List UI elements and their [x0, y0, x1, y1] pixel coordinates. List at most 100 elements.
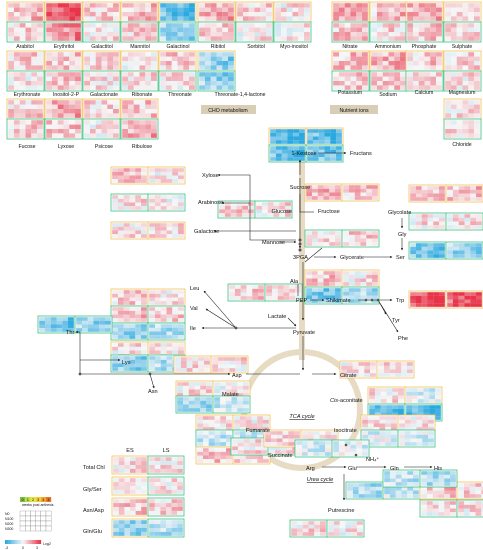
heatmap-cell — [183, 81, 190, 86]
heatmap-cell — [172, 335, 179, 339]
heatmap-cell — [228, 52, 234, 57]
heatmap-cell — [172, 290, 179, 294]
heatmap-cell — [139, 124, 146, 130]
heatmap-cell — [245, 423, 252, 428]
heatmap-cell — [51, 36, 58, 41]
heatmap-cell — [236, 209, 243, 214]
heatmap-cell — [25, 120, 32, 125]
heatmap-cell — [398, 399, 404, 403]
heatmap-cell — [222, 16, 229, 21]
heatmap-cell — [450, 7, 457, 13]
heatmap-cell — [346, 365, 353, 370]
heatmap-cell — [68, 320, 74, 325]
heatmap-cell — [8, 36, 15, 41]
heatmap-cell — [141, 327, 147, 332]
heatmap-cell — [149, 482, 155, 487]
heatmap-cell — [113, 528, 119, 532]
heatmap-cell — [401, 482, 408, 486]
heatmap-cell — [281, 157, 288, 161]
heatmap-cell — [395, 486, 402, 491]
heatmap-cell — [204, 72, 211, 77]
heatmap-cell — [257, 459, 264, 463]
heatmap-cell — [105, 324, 111, 329]
heatmap-cell — [177, 61, 184, 66]
heatmap-cell — [470, 292, 477, 296]
heatmap-cell — [63, 120, 70, 125]
heatmap-cell — [404, 434, 411, 439]
heatmap-cell — [225, 397, 232, 401]
heatmap-cell — [372, 271, 378, 275]
heatmap-cell — [404, 427, 411, 431]
heatmap-cell — [123, 331, 130, 336]
heatmap-cell — [458, 295, 465, 300]
heatmap-cell — [476, 221, 482, 226]
heatmap-cell — [382, 27, 389, 33]
heatmap-cell — [462, 100, 469, 105]
heatmap-cell — [270, 132, 277, 137]
heatmap-cell — [95, 7, 102, 13]
heatmap-cell — [236, 213, 243, 217]
heatmap-cell — [382, 7, 389, 13]
heatmap-cell — [413, 474, 419, 479]
heatmap-cell — [329, 231, 336, 235]
heatmap-cell — [295, 296, 301, 300]
heatmap-cell — [325, 434, 332, 439]
heatmap-cell — [248, 27, 255, 33]
heatmap-cell — [426, 474, 433, 479]
heatmap-cell — [130, 457, 136, 462]
heatmap-cell — [407, 482, 414, 486]
heatmap-cell — [112, 359, 119, 364]
heatmap-cell — [37, 65, 43, 70]
heatmap-cell — [141, 499, 147, 504]
heatmap-cell — [286, 450, 293, 454]
heatmap-cell — [63, 3, 70, 8]
heatmap-cell — [382, 65, 389, 70]
heatmap-cell — [217, 368, 224, 372]
heatmap-cell — [214, 382, 221, 386]
heatmap-cell — [468, 76, 475, 82]
heatmap-cell — [166, 307, 173, 311]
heatmap-cell — [462, 109, 469, 114]
heatmap-cell — [129, 223, 136, 227]
heatmap-cell — [237, 446, 244, 451]
heatmap-cell — [352, 490, 359, 495]
heatmap-cell — [416, 431, 423, 435]
heatmap-cell — [31, 113, 38, 118]
heatmap-cell — [160, 65, 167, 70]
heatmap-cell — [362, 12, 368, 17]
heatmap-cell — [421, 478, 428, 483]
heatmap-cell — [112, 335, 119, 339]
heatmap-cell — [101, 129, 108, 134]
heatmap-cell — [166, 465, 172, 469]
heatmap-cell — [204, 27, 211, 33]
heatmap-cell — [8, 16, 15, 21]
heatmap-cell — [362, 72, 368, 77]
heatmap-cell — [329, 242, 336, 246]
heatmap-cell — [417, 399, 424, 403]
heatmap-cell — [317, 299, 324, 303]
heatmap-cell — [376, 23, 383, 28]
heatmap-cell — [171, 23, 178, 28]
heatmap-cell — [13, 65, 20, 70]
heatmap-cell — [481, 494, 483, 498]
heatmap-cell — [129, 359, 136, 364]
heatmap-cell — [456, 76, 463, 82]
heatmap-cell — [407, 478, 414, 483]
heatmap-cell — [273, 202, 280, 206]
heatmap-cell — [46, 100, 53, 105]
heatmap-cell — [63, 65, 70, 70]
heatmap-cell — [257, 434, 264, 439]
heatmap-cell — [306, 185, 313, 189]
heatmap-cell — [234, 459, 241, 463]
heatmap-cell — [410, 299, 417, 304]
heatmap-cell — [89, 72, 96, 77]
heatmap-cell — [474, 12, 480, 17]
heatmap-cell — [197, 459, 204, 463]
heatmap-cell — [356, 56, 363, 62]
heatmap-cell — [210, 36, 217, 41]
heatmap-cell — [13, 100, 20, 105]
heatmap-cell — [210, 81, 217, 86]
heatmap-cell — [151, 36, 157, 41]
heatmap-cell — [112, 310, 119, 315]
heatmap-cell — [287, 153, 294, 158]
